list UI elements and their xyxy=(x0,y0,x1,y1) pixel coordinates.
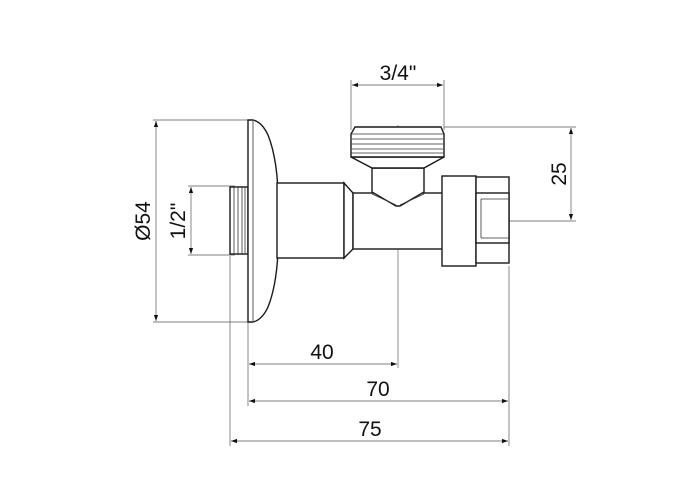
flange-diameter-label: Ø54 xyxy=(132,201,155,241)
inlet-thread-label: 1/2" xyxy=(167,203,190,240)
extension-lines xyxy=(153,80,576,446)
outlet-center-distance-label: 40 xyxy=(310,341,333,364)
dimension-lines xyxy=(153,82,574,444)
inlet-thread xyxy=(229,186,249,255)
flange xyxy=(247,119,279,323)
outlet-thread xyxy=(350,126,445,158)
overall-length-label: 75 xyxy=(358,418,381,441)
valve-body xyxy=(276,181,444,260)
outlet-height-label: 25 xyxy=(548,162,571,185)
valve-handle xyxy=(441,175,510,267)
outlet-thread-label: 3/4" xyxy=(380,62,417,85)
body-length-label: 70 xyxy=(366,378,389,401)
